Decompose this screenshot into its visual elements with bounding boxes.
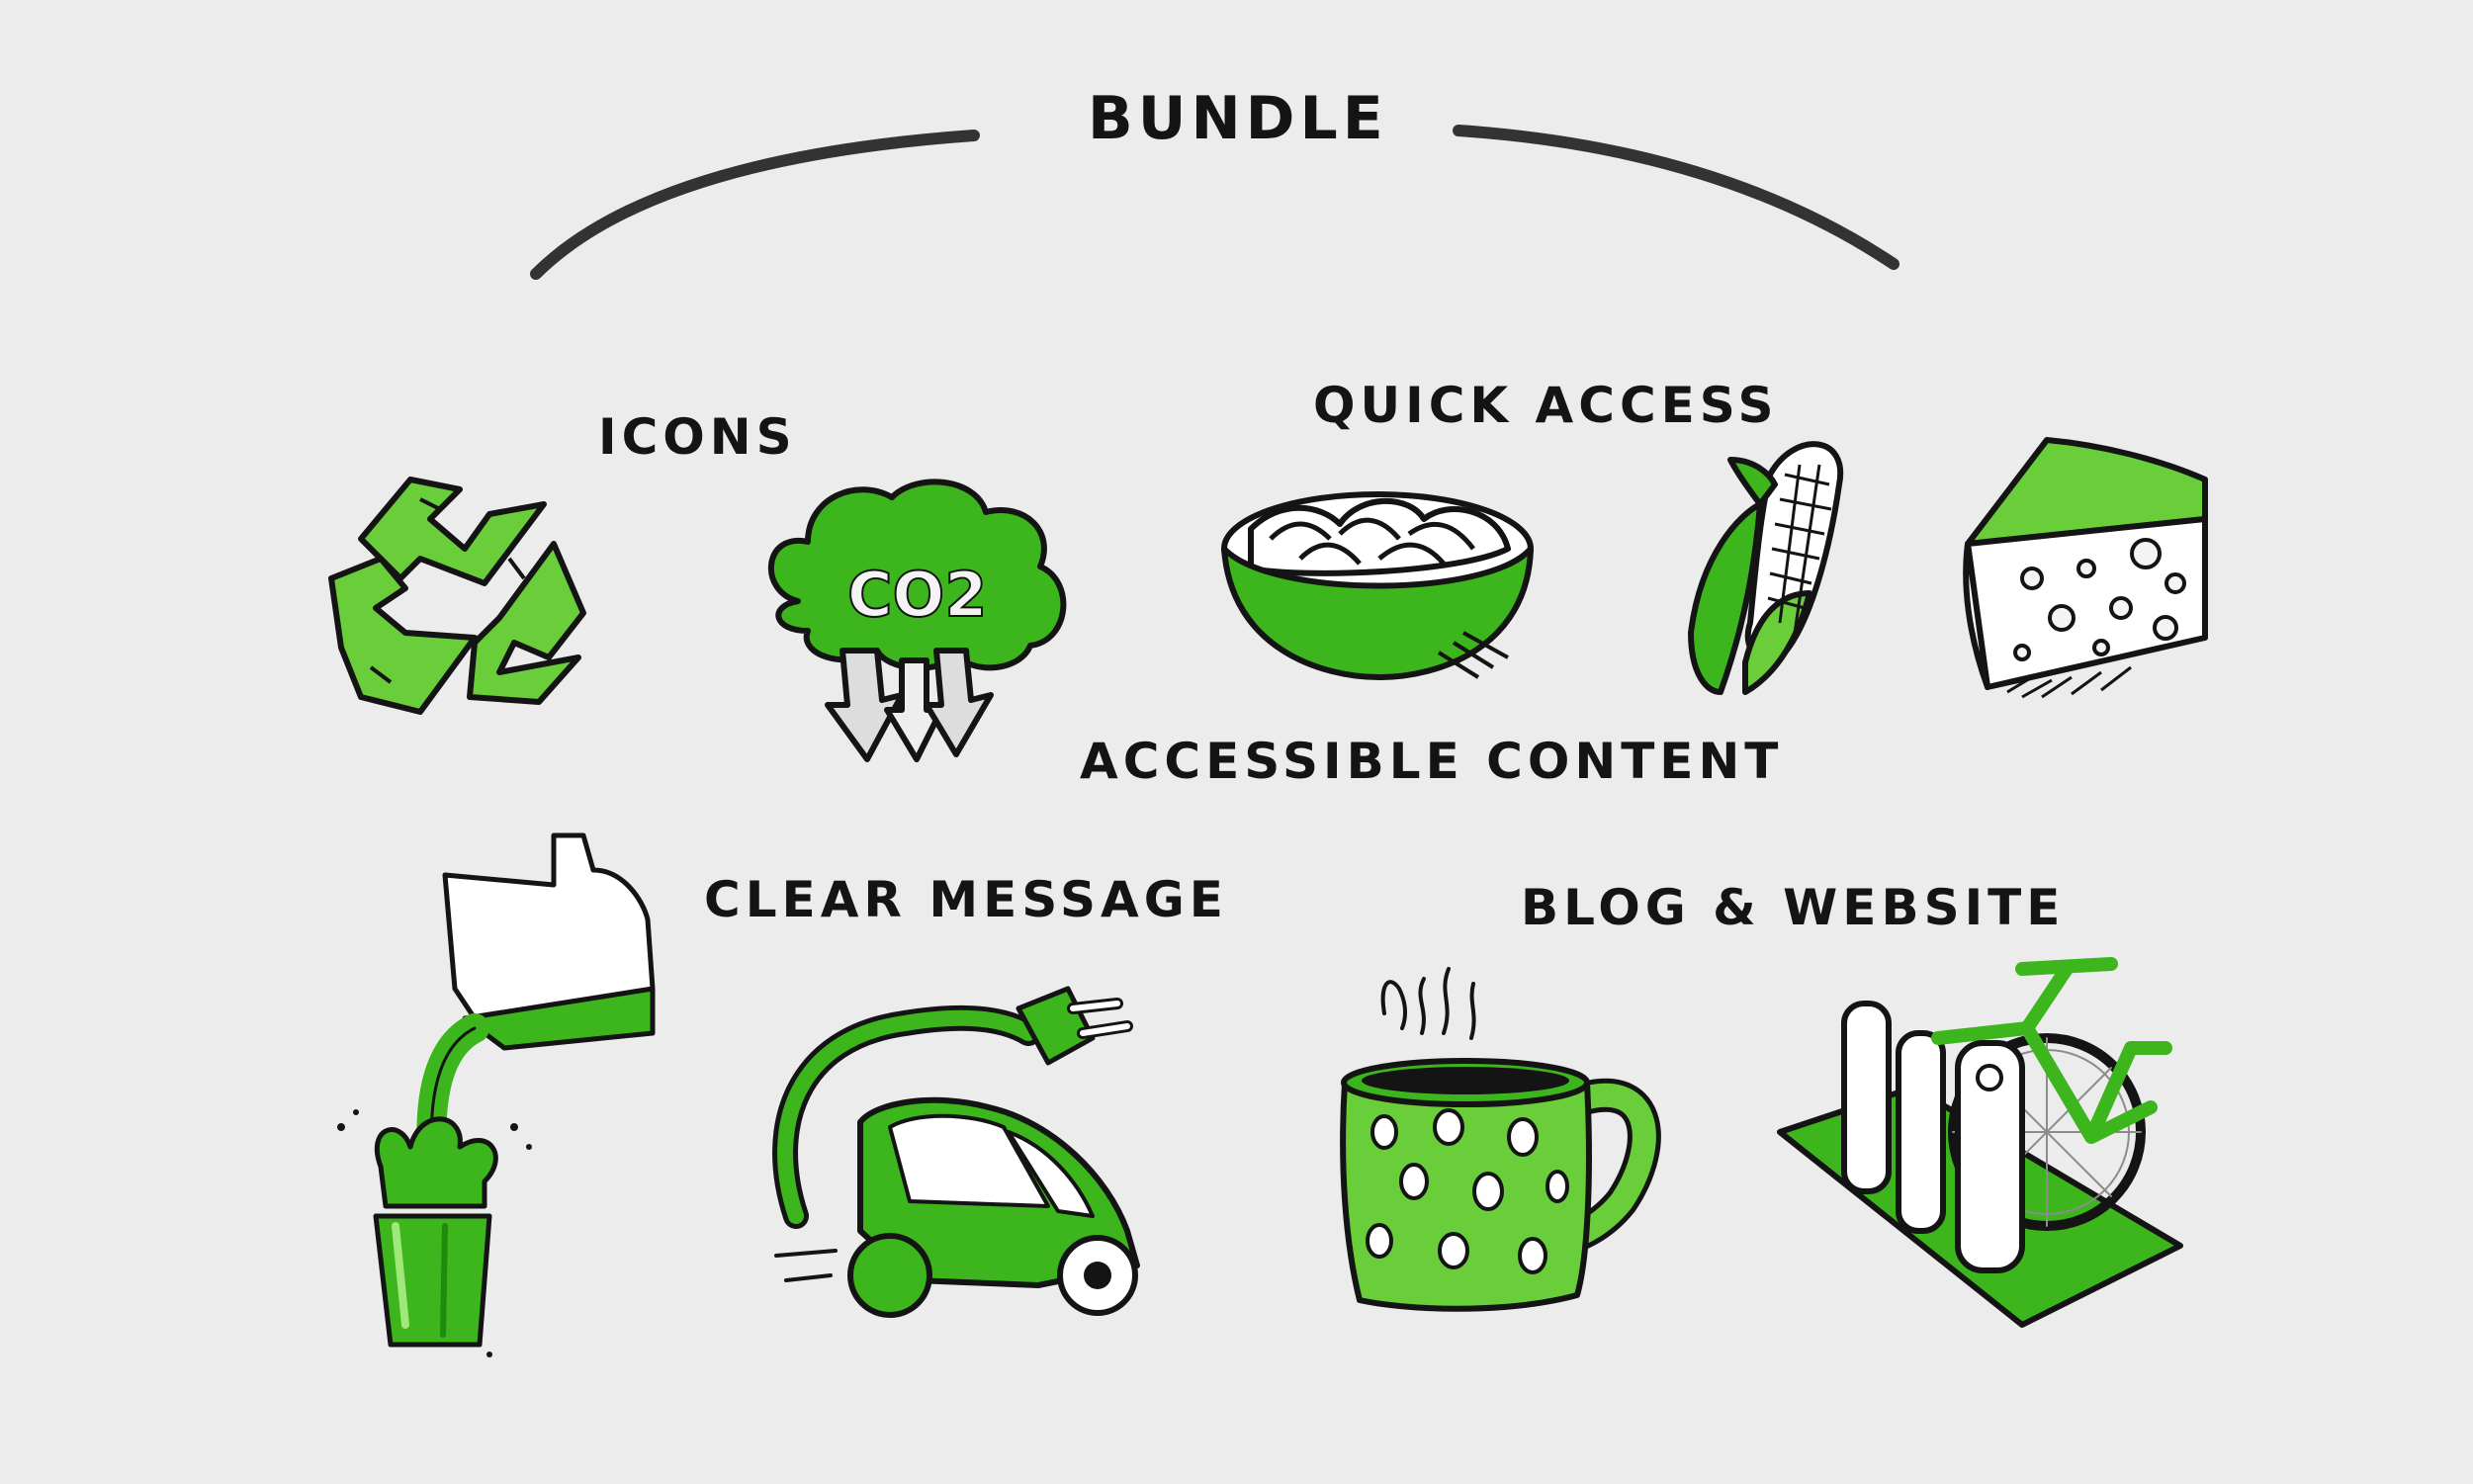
milk-pour-icon xyxy=(337,832,656,1357)
recycle-icon xyxy=(328,477,586,715)
co2-cloud-icon: CO2 xyxy=(767,479,1067,762)
polka-dot-mug-icon xyxy=(1340,967,1661,1312)
corn-icon xyxy=(1688,441,1844,695)
label-accessible-content: ACCESSIBLE CONTENT xyxy=(1080,733,1784,790)
label-clear-message: CLEAR MESSAGE xyxy=(704,871,1228,928)
bicycle-stand-icon xyxy=(1777,957,2183,1328)
co2-label: CO2 xyxy=(847,559,987,631)
electric-car-icon xyxy=(772,986,1140,1318)
bundle-bracket-arc xyxy=(530,125,1899,280)
label-icons: ICONS xyxy=(598,408,797,466)
cheese-icon xyxy=(1963,437,2208,699)
noodle-bowl-icon xyxy=(1221,491,1534,680)
label-blog-website: BLOG & WEBSITE xyxy=(1521,879,2066,936)
label-quick-access: QUICK ACCESS xyxy=(1313,377,1779,434)
bundle-title: BUNDLE xyxy=(1088,84,1388,153)
